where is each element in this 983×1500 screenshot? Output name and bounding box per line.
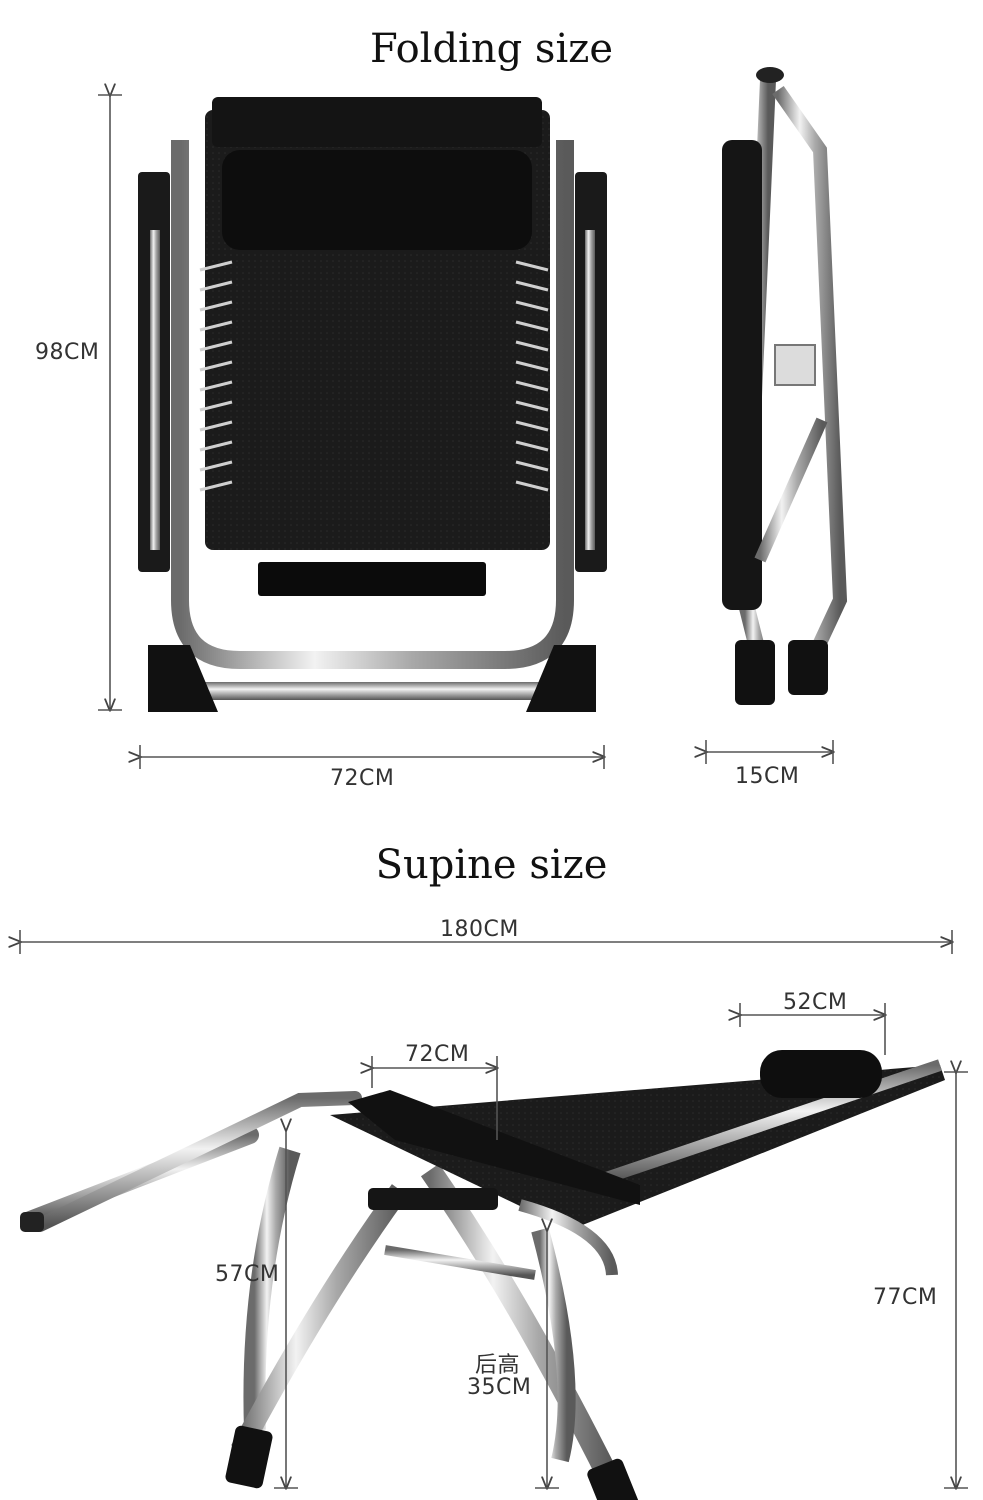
back-height-label: 35CM bbox=[467, 1375, 532, 1400]
folded-width-label: 72CM bbox=[330, 766, 395, 791]
headrest-width-label: 52CM bbox=[783, 990, 848, 1015]
armrest-width-label: 72CM bbox=[405, 1042, 470, 1067]
seat-height-label: 57CM bbox=[215, 1262, 280, 1287]
supine-size-title: Supine size bbox=[375, 842, 608, 888]
dimension-lines bbox=[20, 95, 968, 1488]
folded-fabric-edge bbox=[722, 140, 762, 610]
folded-chair-front-view bbox=[138, 97, 607, 712]
cup-tray bbox=[368, 1188, 498, 1210]
armrest bbox=[348, 1090, 640, 1205]
headrest-pillow bbox=[222, 150, 532, 250]
total-height-label: 77CM bbox=[873, 1285, 938, 1310]
bottom-tube bbox=[148, 682, 594, 700]
side-foot-cap-right bbox=[788, 640, 828, 695]
outer-tube-frame bbox=[171, 140, 574, 669]
side-foot-cap-left bbox=[735, 640, 775, 705]
foot-cap-rear bbox=[587, 1458, 641, 1500]
foot-cap-front bbox=[225, 1425, 273, 1489]
folding-size-title: Folding size bbox=[370, 26, 613, 72]
reclined-seat-fabric bbox=[330, 1065, 945, 1230]
folded-height-label: 98CM bbox=[35, 340, 100, 365]
reclined-headrest bbox=[760, 1050, 882, 1098]
reclined-chair-view bbox=[20, 1050, 945, 1500]
left-foot-cap bbox=[148, 645, 218, 712]
reclined-length-label: 180CM bbox=[440, 917, 519, 942]
folded-chair-side-view bbox=[722, 67, 848, 705]
hinge-plate bbox=[774, 344, 816, 386]
folded-depth-label: 15CM bbox=[735, 764, 800, 789]
back-height-cn-label: 后高 bbox=[475, 1353, 521, 1378]
right-foot-cap bbox=[526, 645, 596, 712]
footrest-bar bbox=[258, 562, 486, 596]
footrest-end-cap bbox=[20, 1212, 44, 1232]
top-bar-cover bbox=[212, 97, 542, 147]
